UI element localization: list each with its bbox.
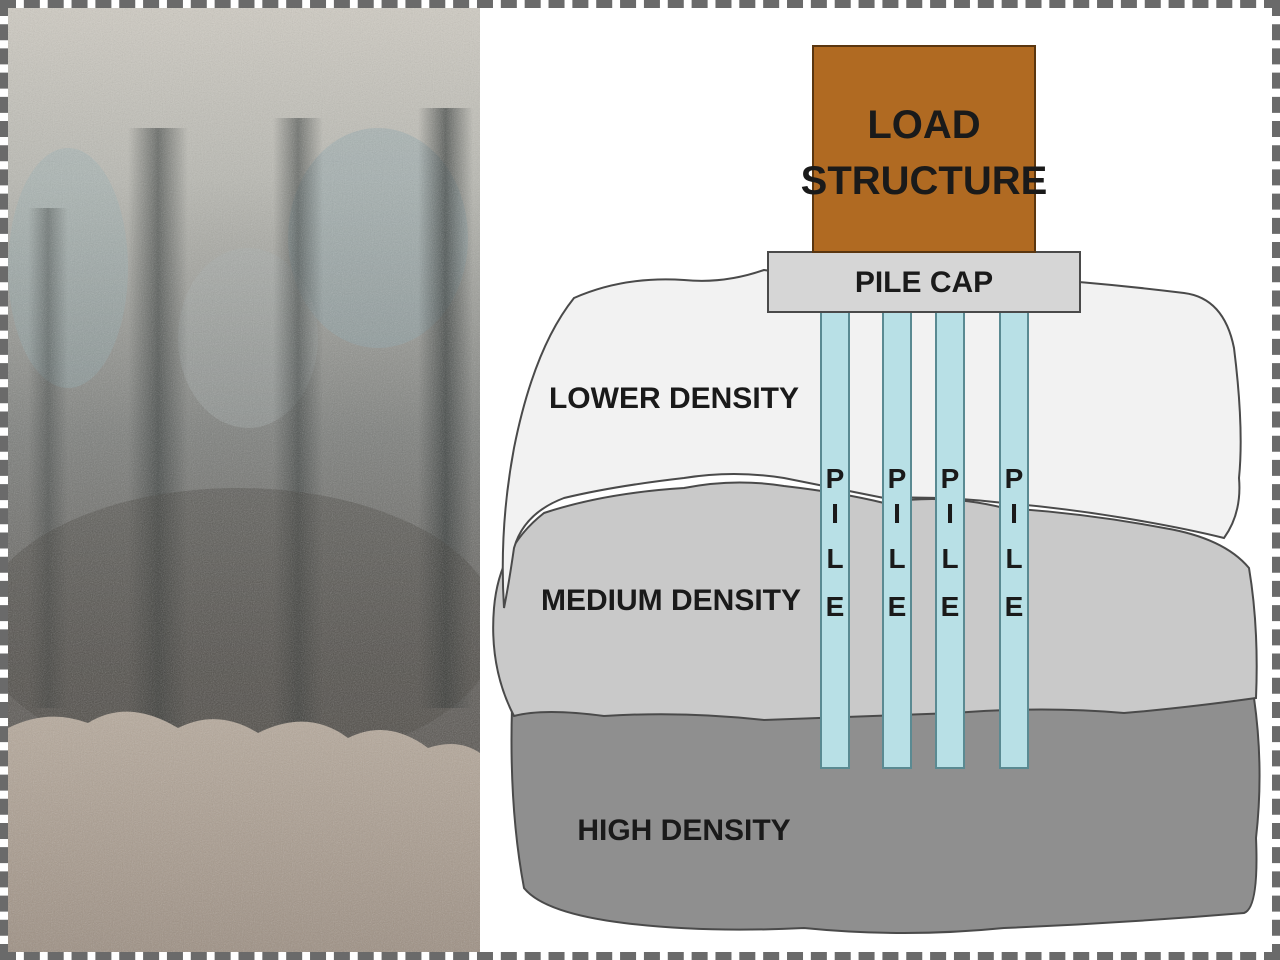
pile-1-letter-2: I [831,498,839,529]
pile-3-letter-3: L [941,543,958,574]
soil-photo-image [8,8,480,952]
pile-group [820,307,1029,769]
load-structure-line2: STRUCTURE [801,159,1048,203]
pile-1-letter-4: E [826,591,845,622]
load-structure-line1: LOAD [867,103,980,147]
pile-cap [767,251,1081,313]
pile-4-letter-1: P [1005,463,1024,494]
pile-cap-label: PILE CAP [855,266,993,299]
lower-density-label: LOWER DENSITY [549,382,799,415]
pile-3-letter-1: P [941,463,960,494]
high-density-label: HIGH DENSITY [577,814,790,847]
pile-1-letter-3: L [826,543,843,574]
pile-2-letter-2: I [893,498,901,529]
pile-2-letter-1: P [888,463,907,494]
medium-density-label: MEDIUM DENSITY [541,584,801,617]
pile-4-letter-4: E [1005,591,1024,622]
pile-2 [882,307,912,769]
lower-density-layer [501,268,1242,609]
pile-2-letter-4: E [888,591,907,622]
soil-photo [8,8,480,952]
pile-4 [999,307,1029,769]
pile-4-letter-2: I [1010,498,1018,529]
pile-foundation-diagram: P I L E P I L E P I L E P I L E PILE CAP… [484,8,1272,952]
pile-3-letter-2: I [946,498,954,529]
pile-4-letter-3: L [1005,543,1022,574]
medium-density-layer [492,481,1258,722]
diagram-canvas: P I L E P I L E P I L E P I L E PILE CAP… [492,45,1261,934]
pile-2-letter-3: L [888,543,905,574]
pile-1 [820,307,850,769]
load-structure [812,45,1036,253]
pile-3 [935,307,965,769]
pile-3-letter-4: E [941,591,960,622]
pile-1-letter-1: P [826,463,845,494]
